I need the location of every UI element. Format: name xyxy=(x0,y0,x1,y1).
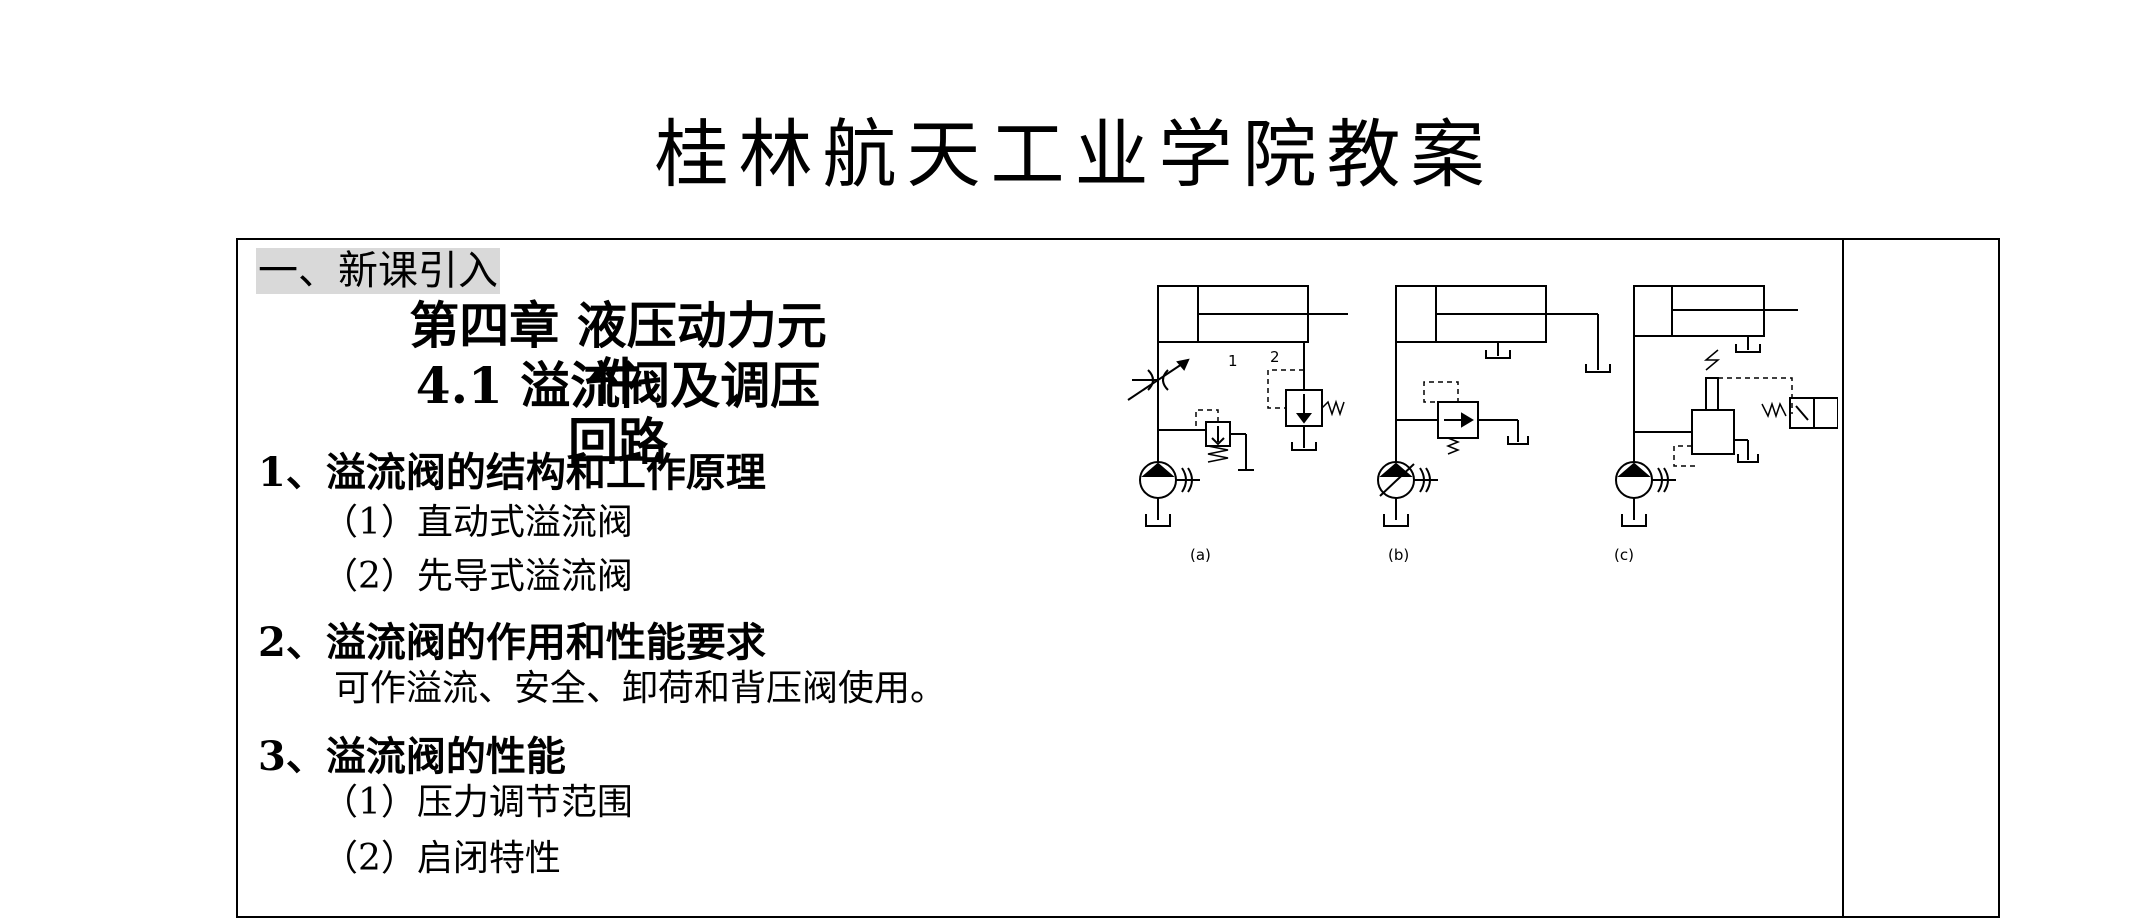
circuit-c xyxy=(1615,285,1849,527)
item-2-body: 可作溢流、安全、卸荷和背压阀使用。 xyxy=(334,668,947,709)
item-1-sub-1: （1）直动式溢流阀 xyxy=(322,502,633,543)
circuit-a xyxy=(1127,285,1348,527)
lesson-title: 4.1 溢流阀及调压回路 xyxy=(415,356,821,471)
section-heading: 一、新课引入 xyxy=(256,248,500,294)
lesson-table: 一、新课引入 第四章 液压动力元件 4.1 溢流阀及调压回路 1、溢流阀的结构和… xyxy=(236,238,2000,918)
label-valve-2: 2 xyxy=(1270,348,1280,366)
caption-c: (c) xyxy=(1614,546,1634,564)
page-title: 桂林航天工业学院教案 xyxy=(654,112,1495,198)
label-valve-1: 1 xyxy=(1228,352,1238,370)
hydraulic-circuit-figure: 1 2 (a) xyxy=(1058,270,1849,610)
caption-b: (b) xyxy=(1388,546,1409,564)
item-3-sub-2: （2）启闭特性 xyxy=(322,838,561,879)
chapter-title: 第四章 液压动力元件 xyxy=(409,296,827,411)
column-divider xyxy=(1842,240,1844,916)
item-3-heading: 3、溢流阀的性能 xyxy=(258,733,566,780)
item-2-heading: 2、溢流阀的作用和性能要求 xyxy=(258,619,766,666)
item-1-sub-2: （2）先导式溢流阀 xyxy=(322,556,633,597)
caption-a: (a) xyxy=(1190,546,1211,564)
circuit-b xyxy=(1377,285,1611,527)
item-1-heading: 1、溢流阀的结构和工作原理 xyxy=(258,449,766,496)
item-3-sub-1: （1）压力调节范围 xyxy=(322,782,633,823)
